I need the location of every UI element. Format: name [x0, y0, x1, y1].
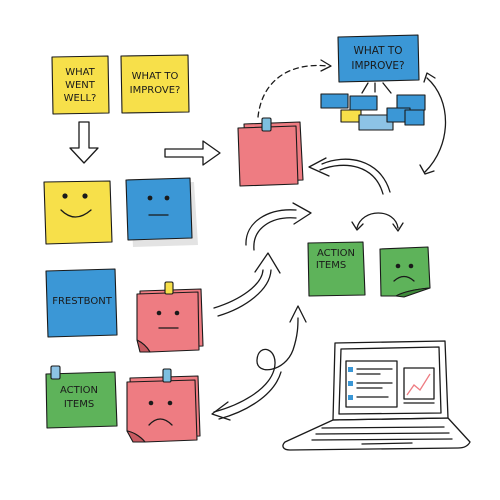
neutral-blue-note [125, 177, 198, 247]
smiley-eye-right [82, 193, 88, 199]
happy-yellow-note [43, 180, 113, 245]
action-left-line-2: ITEMS [64, 399, 94, 410]
improve-yellow-note: WHAT TO IMPROVE? [120, 54, 190, 114]
action-items-right-note: ACTION ITEMS [307, 241, 366, 297]
sad-green-mouth [393, 275, 415, 282]
neutral-eye-left [147, 195, 153, 201]
right-arrow [164, 140, 221, 166]
neutral-eye-right [164, 195, 170, 201]
smiley-eye-left [62, 193, 68, 199]
cycle-arrow-right [424, 77, 447, 173]
went-well-line-1: WHAT [65, 67, 95, 78]
center-pink-note [237, 117, 304, 187]
action-right-line-2: ITEMS [316, 260, 346, 271]
sad-green-note [379, 246, 431, 298]
action-left-line-1: ACTION [60, 385, 98, 396]
swap-arrow [356, 212, 399, 229]
went-well-line-2: WENT [65, 80, 96, 91]
neutral-pink-note [136, 281, 204, 353]
improve-top-line-2: IMPROVE? [351, 60, 404, 72]
loop-arrow [213, 317, 299, 413]
neutral-pink-pin [164, 281, 174, 295]
improve-blue-note: WHAT TO IMPROVE? [337, 34, 420, 83]
action-left-pin [50, 365, 61, 380]
action-right-line-1: ACTION [317, 248, 355, 259]
small-notes-cluster [320, 93, 426, 131]
curve-arrow-to-pink [319, 158, 391, 195]
improve-yellow-line-2: IMPROVE? [130, 85, 181, 96]
sad-pink-mouth [148, 418, 173, 426]
curve-arrow-lower [213, 269, 272, 317]
sad-pink-note [126, 368, 201, 443]
laptop-chart-panel [403, 367, 435, 400]
pink-note-pin [261, 117, 272, 132]
smiley-mouth [60, 209, 92, 218]
sad-pink-pin [162, 368, 172, 383]
dashed-arrow [257, 64, 329, 118]
laptop-trackpad [361, 442, 413, 445]
went-well-note: WHAT WENT WELL? [51, 55, 110, 115]
went-well-line-3: WELL? [64, 93, 97, 104]
laptop [282, 340, 471, 451]
curve-arrow-middle [245, 209, 297, 251]
laptop-list-panel [345, 360, 398, 408]
down-arrow [69, 121, 99, 164]
frestbont-blue-note: FRESTBONT [45, 268, 118, 338]
action-items-left-note: ACTION ITEMS [45, 365, 118, 429]
improve-top-line-1: WHAT TO [353, 45, 402, 57]
improve-yellow-line-1: WHAT TO [132, 71, 179, 82]
frestbont-label: FRESTBONT [52, 296, 113, 307]
